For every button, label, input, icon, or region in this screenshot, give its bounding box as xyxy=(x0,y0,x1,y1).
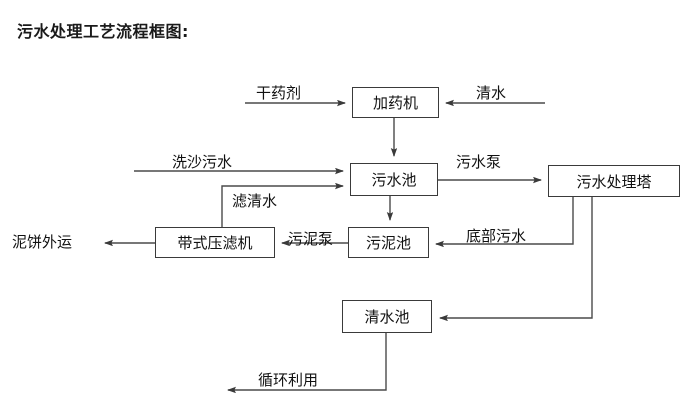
edge-label-bottom-sewage: 底部污水 xyxy=(466,227,527,245)
node-belt-filter-press[interactable]: 带式压滤机 xyxy=(155,227,275,258)
edge-label-sewage-pump: 污水泵 xyxy=(456,153,502,171)
edge-label-sludge-pump: 污泥泵 xyxy=(288,230,334,248)
node-label: 污水池 xyxy=(371,171,417,189)
connector-clear-water-pool-to-reuse xyxy=(227,333,387,394)
node-sewage-pool[interactable]: 污水池 xyxy=(350,163,438,196)
node-sludge-pool[interactable]: 污泥池 xyxy=(348,227,429,258)
node-dosing-machine[interactable]: 加药机 xyxy=(352,87,439,118)
edge-label-filtered-water: 滤清水 xyxy=(232,192,278,210)
edge-label-clean-water: 清水 xyxy=(476,84,507,102)
page-title: 污水处理工艺流程框图: xyxy=(17,22,189,41)
node-sewage-treatment-tower[interactable]: 污水处理塔 xyxy=(548,165,680,197)
node-label: 污水处理塔 xyxy=(576,172,652,191)
edge-label-dry-reagent: 干药剂 xyxy=(256,84,302,102)
connector-press-to-sewage-pool xyxy=(221,182,344,227)
node-clear-water-pool[interactable]: 清水池 xyxy=(342,300,432,333)
edge-label-sand-wash-sewage: 洗沙污水 xyxy=(172,153,233,171)
edge-label-recycle-reuse: 循环利用 xyxy=(258,371,319,389)
node-label: 清水池 xyxy=(364,308,410,326)
terminal-label-mud-cake-export: 泥饼外运 xyxy=(12,233,73,251)
node-label: 带式压滤机 xyxy=(177,234,253,252)
connector-tower-to-clear-water-pool xyxy=(439,197,593,322)
connector-tower-to-sludge-pool xyxy=(435,197,574,248)
node-label: 加药机 xyxy=(372,94,418,112)
node-label: 污泥池 xyxy=(365,234,411,252)
